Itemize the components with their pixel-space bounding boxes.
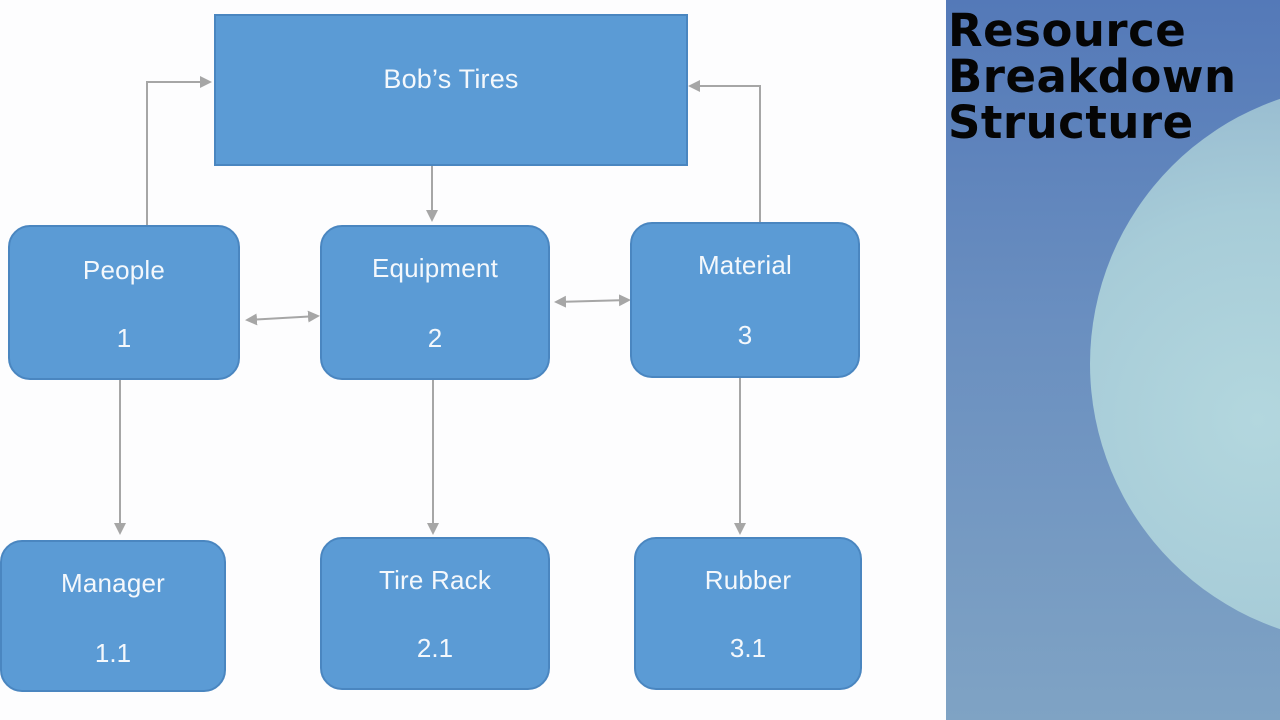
resource-breakdown-diagram: Bob’s Tires People 1 Equipment 2 Materia… <box>0 14 862 692</box>
node-label: Equipment <box>371 253 499 283</box>
node-code: 2 <box>427 323 443 353</box>
connector-people-to-root <box>146 76 212 225</box>
node-code: 1 <box>116 323 132 353</box>
node-rubber: Rubber 3.1 <box>634 537 862 690</box>
node-manager: Manager 1.1 <box>0 540 226 692</box>
node-label: People <box>82 255 166 285</box>
node-tire-rack: Tire Rack 2.1 <box>320 537 550 690</box>
connector-material-to-root <box>688 80 761 222</box>
title-panel: Resource Breakdown Structure <box>946 0 1280 720</box>
node-label: Bob’s Tires <box>383 63 519 94</box>
node-code: 2.1 <box>416 633 454 663</box>
title-line: Structure <box>948 96 1194 149</box>
title-line: Breakdown <box>948 50 1237 103</box>
node-people: People 1 <box>8 225 240 380</box>
node-material: Material 3 <box>630 222 860 378</box>
node-code: 1.1 <box>94 638 132 668</box>
connector-equipment-material <box>554 294 631 308</box>
node-code: 3.1 <box>729 633 767 663</box>
node-label: Rubber <box>704 565 792 595</box>
node-equipment: Equipment 2 <box>320 225 550 380</box>
title-line: Resource <box>948 4 1187 57</box>
decorative-circle <box>1090 84 1280 644</box>
node-label: Material <box>697 250 793 280</box>
connector-lines <box>114 76 761 535</box>
node-code: 3 <box>737 320 753 350</box>
node-label: Manager <box>60 568 166 598</box>
slide-title: Resource Breakdown Structure <box>948 8 1237 146</box>
connector-people-equipment <box>245 310 320 326</box>
node-bobs-tires: Bob’s Tires <box>214 14 688 166</box>
node-label: Tire Rack <box>378 565 492 595</box>
